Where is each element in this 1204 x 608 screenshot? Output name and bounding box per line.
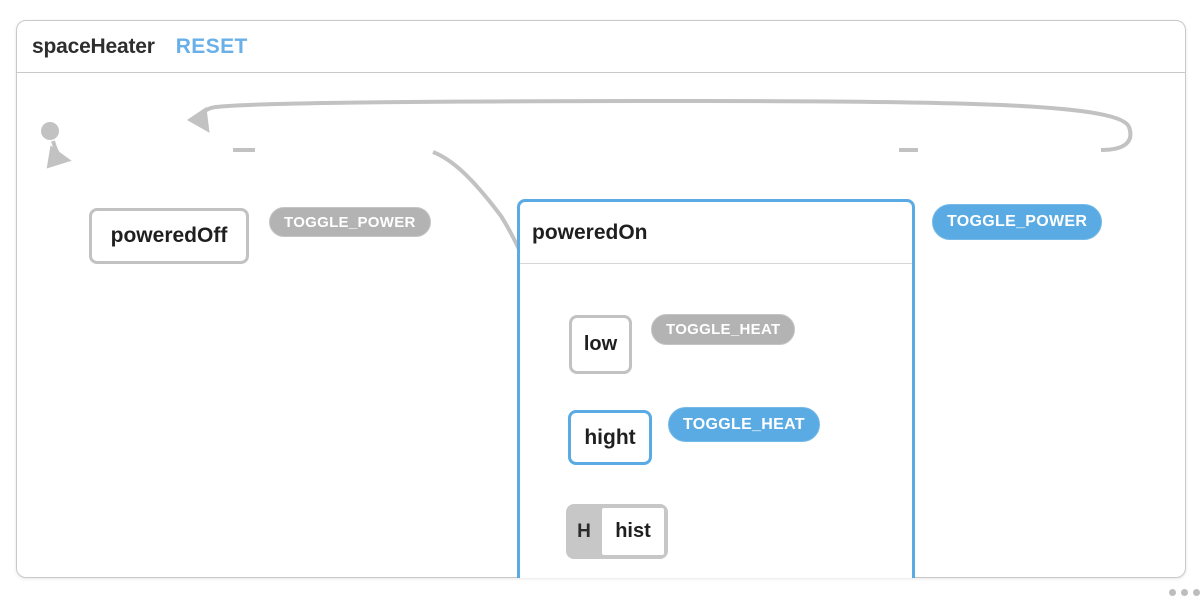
machine-title: spaceHeater: [32, 34, 155, 58]
dot: [1169, 589, 1176, 596]
history-badge: H: [577, 520, 591, 542]
state-node-hight[interactable]: hight: [568, 410, 652, 465]
edge-toggle-power-to-poweredOff: [186, 98, 1133, 152]
state-label: poweredOff: [110, 224, 228, 247]
reset-button[interactable]: RESET: [175, 34, 248, 58]
event-pill-toggle-heat-high[interactable]: TOGGLE_HEAT: [668, 407, 820, 442]
event-label: TOGGLE_POWER: [284, 213, 416, 231]
event-pill-toggle-power-off[interactable]: TOGGLE_POWER: [269, 207, 431, 237]
event-label: TOGGLE_HEAT: [683, 415, 805, 433]
state-label: low: [583, 333, 618, 355]
initial-state-dot-root: [41, 122, 59, 140]
state-label: hist: [602, 508, 664, 555]
event-label: TOGGLE_POWER: [947, 213, 1088, 230]
state-label: hight: [584, 425, 636, 449]
state-machine-frame: spaceHeater RESET: [16, 20, 1200, 596]
state-node-hist-history[interactable]: H hist: [566, 504, 668, 559]
machine-header: spaceHeater RESET: [17, 21, 1185, 73]
compound-state-title: poweredOn: [520, 202, 912, 264]
machine-canvas: poweredOff TOGGLE_POWER poweredOn low TO…: [17, 73, 1185, 578]
state-node-low[interactable]: low: [569, 315, 632, 374]
dot: [1181, 589, 1188, 596]
dot: [1193, 589, 1200, 596]
event-pill-toggle-heat-low[interactable]: TOGGLE_HEAT: [651, 314, 796, 345]
event-label: TOGGLE_HEAT: [666, 321, 781, 338]
state-label: poweredOn: [532, 220, 648, 244]
machine-options-ellipsis[interactable]: [1169, 589, 1200, 596]
state-node-poweredOff[interactable]: poweredOff: [89, 208, 249, 264]
edge-initial-to-poweredOff: [46, 140, 72, 169]
event-pill-toggle-power-on[interactable]: TOGGLE_POWER: [932, 204, 1103, 240]
